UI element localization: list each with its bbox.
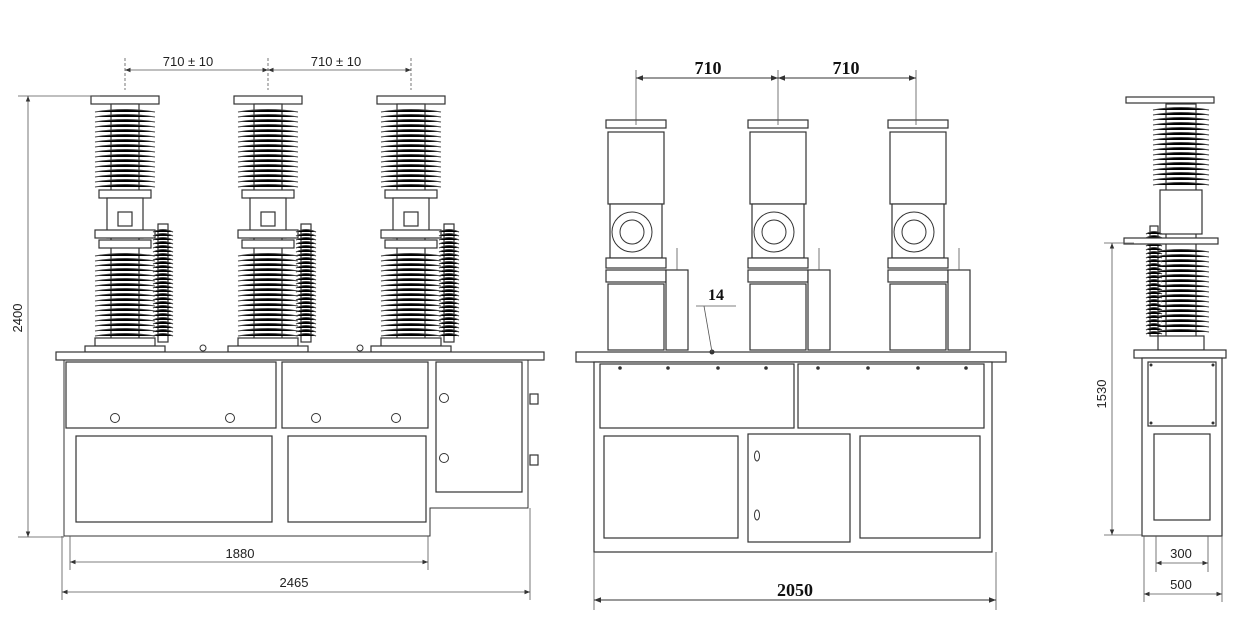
right-height-label: 1530 <box>1094 380 1109 409</box>
right-pole <box>1145 103 1210 351</box>
middle-pole-3 <box>887 119 971 351</box>
middle-pole-1 <box>605 119 689 351</box>
left-width-inner-label: 1880 <box>226 546 255 561</box>
middle-dimensions: 710 710 14 2050 <box>593 58 997 610</box>
right-width-inner-label: 300 <box>1170 546 1192 561</box>
middle-spacing-2-label: 710 <box>833 58 860 78</box>
left-width-total-label: 2465 <box>280 575 309 590</box>
left-height-label: 2400 <box>10 304 25 333</box>
left-pole-2 <box>227 95 317 353</box>
middle-cabinet <box>575 349 1007 553</box>
left-spacing-1-label: 710 ± 10 <box>163 54 214 69</box>
middle-pole-2 <box>747 119 831 351</box>
middle-callout-label: 14 <box>708 287 724 304</box>
middle-view: 710 710 14 2050 <box>575 58 1007 610</box>
left-cabinet <box>55 344 545 537</box>
right-pole-body <box>1145 103 1210 351</box>
right-view: 1530 300 500 <box>1094 96 1227 602</box>
left-view: 710 ± 10 710 ± 10 2400 1880 2465 <box>10 54 545 600</box>
left-pole-3 <box>370 95 460 353</box>
right-dimensions: 1530 300 500 <box>1094 242 1223 602</box>
right-width-total-label: 500 <box>1170 577 1192 592</box>
right-cabinet <box>1123 96 1227 537</box>
left-pole-1 <box>84 95 174 353</box>
middle-poles <box>605 119 971 351</box>
left-spacing-2-label: 710 ± 10 <box>311 54 362 69</box>
left-poles <box>84 95 460 353</box>
left-dimensions: 710 ± 10 710 ± 10 2400 1880 2465 <box>10 54 531 600</box>
middle-width-total-label: 2050 <box>777 580 813 600</box>
middle-spacing-1-label: 710 <box>695 58 722 78</box>
